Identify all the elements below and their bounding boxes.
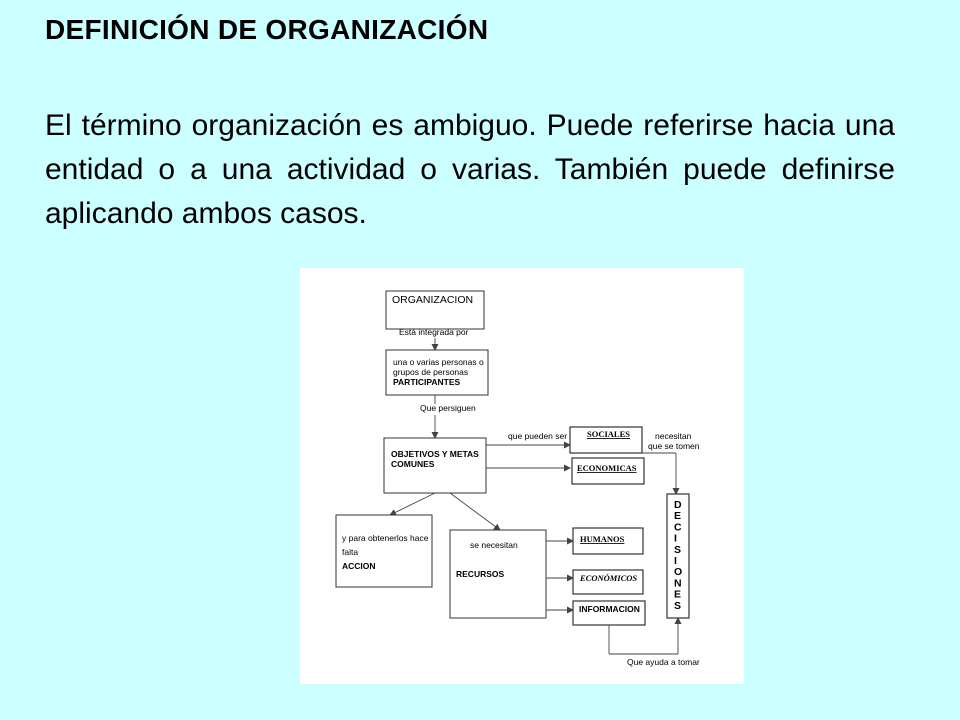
decisiones-letter: S <box>674 544 681 556</box>
economicos-box <box>572 569 644 595</box>
organizacion-label: ORGANIZACION <box>392 294 473 306</box>
objetivos-title-2: COMUNES <box>391 459 435 469</box>
decisiones-letter: S <box>674 600 681 612</box>
decisiones-letter: N <box>674 577 682 589</box>
necesitan-label: necesitan <box>655 431 692 441</box>
esta-integrada-label: Está integrada por <box>399 327 469 337</box>
decisiones-letter: E <box>674 589 681 601</box>
que-se-tomen-label: que se tomen <box>648 441 700 451</box>
slide-body-text: El término organización es ambiguo. Pued… <box>45 109 895 230</box>
economicas-label: ECONOMICAS <box>577 463 637 473</box>
arrow-to-accion <box>389 492 436 516</box>
accion-text-2: falta <box>342 547 358 557</box>
organization-diagram: ORGANIZACION Está integrada por una o va… <box>300 268 744 684</box>
humanos-label: HUMANOS <box>580 534 625 544</box>
objetivos-title-1: OBJETIVOS Y METAS <box>391 449 479 459</box>
decisiones-letter: E <box>674 510 681 522</box>
participantes-box <box>385 349 489 396</box>
participantes-title: PARTICIPANTES <box>393 377 461 387</box>
sociales-label: SOCIALES <box>587 429 630 439</box>
recursos-title: RECURSOS <box>456 569 505 579</box>
arrow-to-recursos <box>449 492 501 531</box>
accion-text-1: y para obtenerlos hace <box>342 533 429 543</box>
que-ayuda-label: Que ayuda a tomar <box>627 657 700 667</box>
decisiones-letter: O <box>674 566 682 578</box>
humanos-box <box>572 527 644 555</box>
que-persiguen-label: Que persiguen <box>420 403 476 413</box>
sociales-box <box>569 426 643 454</box>
decisiones-letter: C <box>674 521 682 533</box>
objetivos-box <box>383 437 487 494</box>
recursos-box <box>449 529 547 619</box>
decisiones-letter: D <box>674 499 682 511</box>
accion-title: ACCION <box>342 561 376 571</box>
decisiones-letter: I <box>674 555 677 567</box>
slide-title: DEFINICIÓN DE ORGANIZACIÓN <box>45 14 489 45</box>
informacion-label: INFORMACION <box>579 604 640 614</box>
decisiones-letter: I <box>674 533 677 545</box>
economicas-box <box>571 457 645 485</box>
participantes-text-1: una o varias personas o <box>393 357 484 367</box>
organizacion-box <box>385 290 485 330</box>
participantes-text-2: grupos de personas <box>393 367 468 377</box>
que-pueden-ser-label: que pueden ser <box>508 431 567 441</box>
se-necesitan-label: se necesitan <box>470 540 518 550</box>
accion-box <box>335 514 433 588</box>
economicos-label: ECONÓMICOS <box>579 573 637 583</box>
